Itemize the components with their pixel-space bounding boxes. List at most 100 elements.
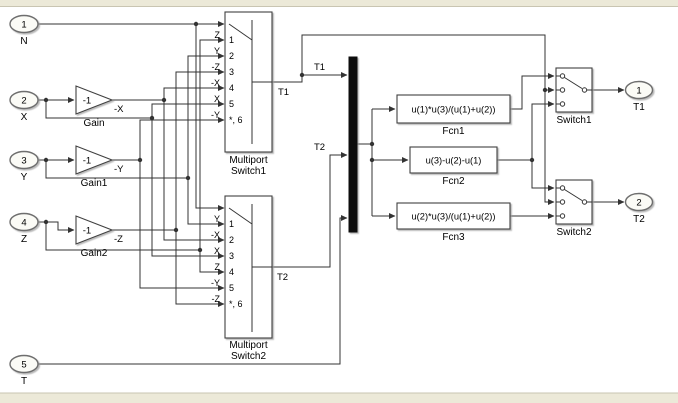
- switch1-label: Switch1: [556, 115, 591, 126]
- mps2-port-number: *, 6: [229, 299, 243, 309]
- gain2-value: -1: [83, 226, 91, 237]
- mps2-input-label: -Y: [211, 278, 220, 288]
- mps1-input-label: -X: [211, 78, 220, 88]
- mps1-input-label: -Z: [212, 62, 221, 72]
- gain-value: -1: [83, 96, 91, 107]
- mps1-name-line2: Switch1: [231, 166, 266, 177]
- mps1-input-label: X: [214, 94, 220, 104]
- mps2-input-label: Z: [215, 262, 221, 272]
- mps2-port-number: 1: [229, 219, 234, 229]
- inport-2-number: 2: [21, 96, 26, 107]
- outport-2-label: T2: [633, 214, 645, 225]
- junction-dot: [542, 87, 548, 93]
- wire-t-to-mux[interactable]: [38, 215, 348, 365]
- gain1-label: Gain1: [81, 178, 108, 189]
- wire-negz-to-mps2[interactable]: [175, 230, 225, 307]
- mps1-port-number: 3: [229, 67, 234, 77]
- mps1-port-number: 5: [229, 99, 234, 109]
- mps2-port-number: 4: [229, 267, 234, 277]
- junction-dots: [43, 21, 548, 253]
- mps1-name-line1: Multiport: [229, 155, 268, 166]
- junction-dot: [43, 219, 49, 225]
- inport-3-block[interactable]: [9, 150, 39, 170]
- mps1-input-label: Y: [214, 46, 220, 56]
- mps2-input-label: -X: [211, 230, 220, 240]
- mps2-input-label: Y: [214, 214, 220, 224]
- fcn3-expression: u(2)*u(3)/(u(1)+u(2)): [412, 212, 496, 222]
- outport-1-block[interactable]: [624, 80, 654, 100]
- wire-y-to-mps2[interactable]: [187, 178, 225, 227]
- wire-z-to-gain2[interactable]: [38, 221, 75, 233]
- switch1-port-dot: [559, 73, 566, 79]
- junction-dot: [173, 227, 179, 233]
- mps1-input-label: Z: [215, 30, 221, 40]
- junction-dot: [43, 97, 49, 103]
- wire-y-trunk[interactable]: [45, 160, 188, 179]
- mps2-port-number: 3: [229, 251, 234, 261]
- wire-negy-to-mps2[interactable]: [139, 160, 225, 291]
- junction-dot: [299, 72, 305, 78]
- inport-2-block[interactable]: [9, 90, 39, 110]
- junction-dot: [137, 157, 143, 163]
- switch2-port-dot: [559, 213, 566, 219]
- gain-block[interactable]: [75, 85, 114, 115]
- wire-fcn1-to-switch1[interactable]: [510, 73, 555, 110]
- mps1-port-number: *, 6: [229, 115, 243, 125]
- switch1-port-dot: [559, 101, 566, 107]
- wire-negx-to-mps2[interactable]: [163, 100, 225, 243]
- switch1-port-stubs: [556, 75, 560, 105]
- inport-1-block[interactable]: [9, 14, 39, 34]
- inport-3-number: 3: [21, 156, 26, 167]
- switch2-label: Switch2: [556, 227, 591, 238]
- wire-z-trunk[interactable]: [45, 222, 200, 251]
- inport-4-block[interactable]: [9, 212, 39, 232]
- mps1-port-number: 2: [229, 51, 234, 61]
- wire-t2-to-mux[interactable]: [272, 152, 348, 268]
- junction-dot: [43, 157, 49, 163]
- mps2-lever: [228, 207, 253, 225]
- mps2-input-label: -Z: [212, 294, 221, 304]
- wire-t1-to-mux[interactable]: [272, 72, 348, 83]
- blocks: [9, 11, 654, 374]
- wire-n-to-mps2[interactable]: [195, 24, 225, 211]
- inport-5-block[interactable]: [9, 354, 39, 374]
- wire-negy-to-mps1[interactable]: [139, 117, 225, 160]
- gain2-block[interactable]: [75, 215, 114, 245]
- fcn1-block[interactable]: [396, 94, 511, 124]
- wire-ctrl-to-switch2[interactable]: [301, 34, 555, 205]
- fcn1-expression: u(1)*u(3)/(u(1)+u(2)): [412, 105, 496, 115]
- wire-fcn2-to-switch1[interactable]: [531, 101, 555, 160]
- wire-x-trunk[interactable]: [45, 100, 152, 119]
- mps1-lever: [228, 23, 253, 41]
- wire-y-to-mps1[interactable]: [187, 53, 225, 178]
- signal-label-negz: -Z: [114, 234, 123, 245]
- gain1-block[interactable]: [75, 145, 114, 175]
- junction-dot: [197, 247, 203, 253]
- wire-negx-to-mps1[interactable]: [163, 85, 225, 100]
- signal-label-negx: -X: [114, 104, 124, 115]
- mux-input-label-t2: T2: [314, 142, 325, 153]
- mps1-port-number: 4: [229, 83, 234, 93]
- outport-1-label: T1: [633, 102, 645, 113]
- wire-z-to-mps2[interactable]: [199, 250, 225, 275]
- signal-label-negy: -Y: [114, 164, 124, 175]
- inport-4-number: 4: [21, 218, 26, 229]
- inport-3-label: Y: [21, 172, 28, 183]
- outport-2-number: 2: [636, 198, 641, 209]
- outport-2-block[interactable]: [624, 192, 654, 212]
- mux-block[interactable]: [348, 56, 358, 233]
- gain-label: Gain: [83, 118, 104, 129]
- wire-z-to-mps1[interactable]: [199, 37, 225, 250]
- mps2-port-number: 2: [229, 235, 234, 245]
- fcn2-block[interactable]: [409, 146, 498, 174]
- fcn3-block[interactable]: [396, 202, 511, 230]
- inport-1-label: N: [20, 36, 27, 47]
- inport-5-number: 5: [21, 360, 26, 371]
- wire-fcn2-to-switch2[interactable]: [531, 160, 555, 191]
- switch2-lever: [564, 189, 583, 201]
- fcn3-label: Fcn3: [442, 232, 465, 243]
- junction-dot: [161, 97, 167, 103]
- wire-negz-to-mps1[interactable]: [175, 69, 225, 230]
- fcn2-label: Fcn2: [442, 176, 465, 187]
